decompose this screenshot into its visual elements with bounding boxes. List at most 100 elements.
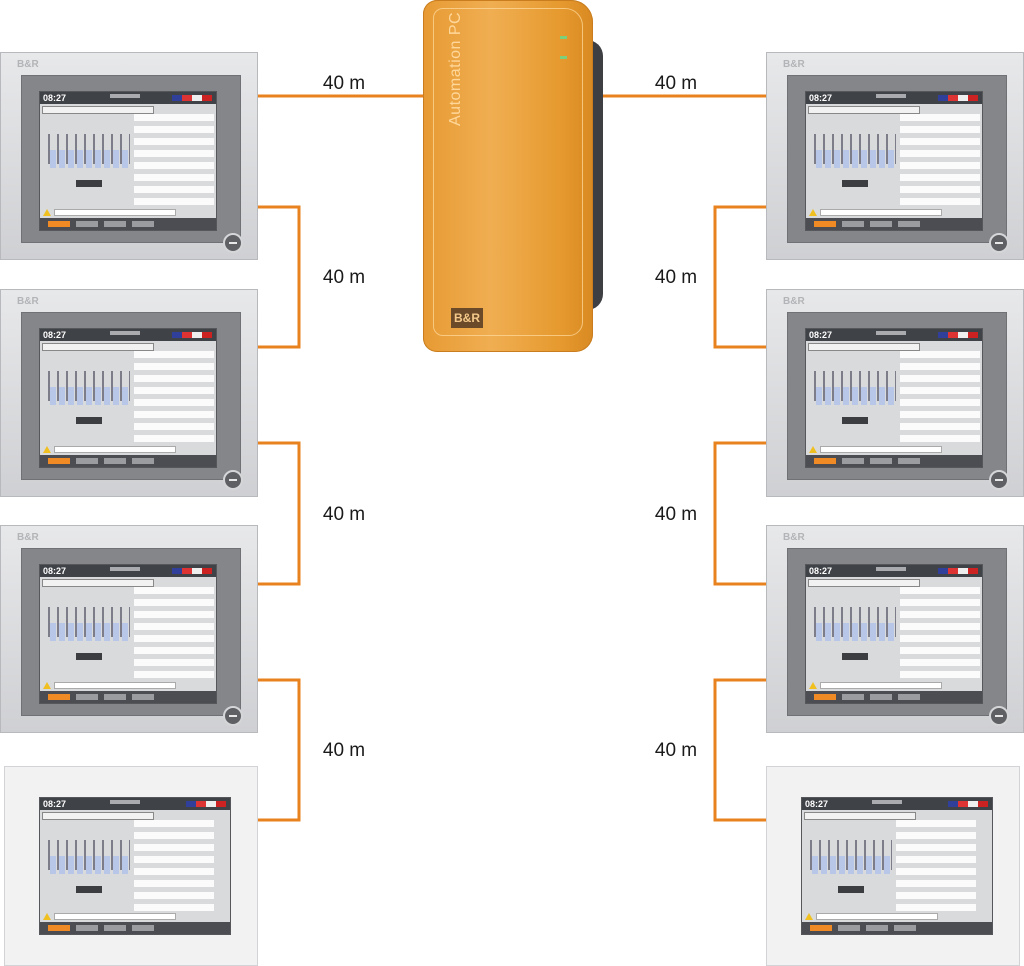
screen-fields xyxy=(896,820,976,914)
screen-footer xyxy=(806,218,982,230)
screen-title-placeholder xyxy=(876,331,906,335)
footer-button xyxy=(814,458,836,464)
screen-footer xyxy=(40,455,216,467)
cable-left-3-to-4 xyxy=(258,678,301,822)
footer-button xyxy=(48,694,70,700)
screen-title-placeholder xyxy=(876,567,906,571)
screen-footer xyxy=(806,691,982,703)
operator-panel: B&R 08:27 xyxy=(0,289,258,497)
bottle-graphic xyxy=(50,387,128,405)
screen-footer xyxy=(40,691,216,703)
panel-brand-label: B&R xyxy=(783,532,805,543)
screen-fields xyxy=(134,114,214,208)
screen-status-bar xyxy=(816,913,938,920)
screen-button xyxy=(838,886,864,893)
bottle-graphic xyxy=(50,623,128,641)
screen-header: 08:27 xyxy=(40,565,216,577)
footer-button xyxy=(104,221,126,227)
operator-panel: B&R 08:27 xyxy=(766,525,1024,733)
distance-label-left-1: 40 m xyxy=(322,267,366,288)
screen-header: 08:27 xyxy=(806,329,982,341)
screen-footer xyxy=(802,922,992,934)
panel-screen: 08:27 xyxy=(39,797,231,935)
panel-screen: 08:27 xyxy=(39,91,217,231)
screen-title-placeholder xyxy=(872,800,902,804)
footer-button xyxy=(132,925,154,931)
bottle-graphic xyxy=(50,150,128,168)
automation-pc-body: Automation PC B&R xyxy=(423,0,593,352)
panel-brand-label: B&R xyxy=(17,296,39,307)
screen-header: 08:27 xyxy=(40,92,216,104)
footer-button xyxy=(898,694,920,700)
screen-time: 08:27 xyxy=(809,566,833,576)
footer-button xyxy=(838,925,860,931)
status-led-icon xyxy=(560,56,567,59)
bottle-graphic xyxy=(812,856,890,874)
screen-time: 08:27 xyxy=(43,330,67,340)
screen-title-placeholder xyxy=(110,331,140,335)
distance-label-left-3: 40 m xyxy=(322,740,366,761)
language-flags-icon xyxy=(938,95,978,101)
panel-screen: 08:27 xyxy=(805,328,983,468)
panel-screen: 08:27 xyxy=(805,564,983,704)
screen-button xyxy=(76,653,102,660)
panel-key-icon xyxy=(989,470,1009,490)
screen-time: 08:27 xyxy=(43,799,67,809)
panel-key-icon xyxy=(223,470,243,490)
warning-icon xyxy=(43,682,51,689)
screen-time: 08:27 xyxy=(43,93,67,103)
bottle-graphic xyxy=(816,623,894,641)
panel-key-icon xyxy=(989,706,1009,726)
panel-brand-label: B&R xyxy=(783,296,805,307)
footer-button xyxy=(132,694,154,700)
footer-button xyxy=(898,458,920,464)
footer-button xyxy=(76,694,98,700)
panel-screen: 08:27 xyxy=(805,91,983,231)
panel-screen: 08:27 xyxy=(39,564,217,704)
panel-brand-label: B&R xyxy=(17,532,39,543)
status-led-icon xyxy=(560,36,567,39)
footer-button xyxy=(814,694,836,700)
operator-panel: B&R 08:27 xyxy=(0,525,258,733)
automation-pc-frame xyxy=(433,8,583,336)
footer-button xyxy=(870,221,892,227)
screen-tabs xyxy=(808,106,920,114)
screen-title-placeholder xyxy=(110,800,140,804)
footer-button xyxy=(870,458,892,464)
screen-status-bar xyxy=(820,209,942,216)
language-flags-icon xyxy=(948,801,988,807)
screen-button xyxy=(842,180,868,187)
screen-tabs xyxy=(42,579,154,587)
screen-footer xyxy=(806,455,982,467)
warning-icon xyxy=(805,913,813,920)
cable-right-1-to-2 xyxy=(713,205,766,349)
screen-status-bar xyxy=(54,209,176,216)
screen-status-bar xyxy=(54,913,176,920)
screen-header: 08:27 xyxy=(806,92,982,104)
warning-icon xyxy=(43,209,51,216)
screen-header: 08:27 xyxy=(40,329,216,341)
screen-header: 08:27 xyxy=(802,798,992,810)
footer-button xyxy=(842,221,864,227)
panel-screen: 08:27 xyxy=(39,328,217,468)
language-flags-icon xyxy=(186,801,226,807)
screen-status-bar xyxy=(820,446,942,453)
footer-button xyxy=(104,694,126,700)
screen-time: 08:27 xyxy=(805,799,829,809)
operator-panel: 08:27 xyxy=(766,766,1020,966)
screen-fields xyxy=(900,587,980,681)
screen-time: 08:27 xyxy=(43,566,67,576)
distance-label-right-1: 40 m xyxy=(654,267,698,288)
footer-button xyxy=(814,221,836,227)
screen-status-bar xyxy=(54,682,176,689)
screen-time: 08:27 xyxy=(809,93,833,103)
language-flags-icon xyxy=(938,568,978,574)
screen-tabs xyxy=(808,579,920,587)
bottle-graphic xyxy=(50,856,128,874)
cable-left-1-to-2 xyxy=(258,205,301,349)
screen-title-placeholder xyxy=(110,567,140,571)
screen-time: 08:27 xyxy=(809,330,833,340)
operator-panel: B&R 08:27 xyxy=(766,289,1024,497)
footer-button xyxy=(894,925,916,931)
